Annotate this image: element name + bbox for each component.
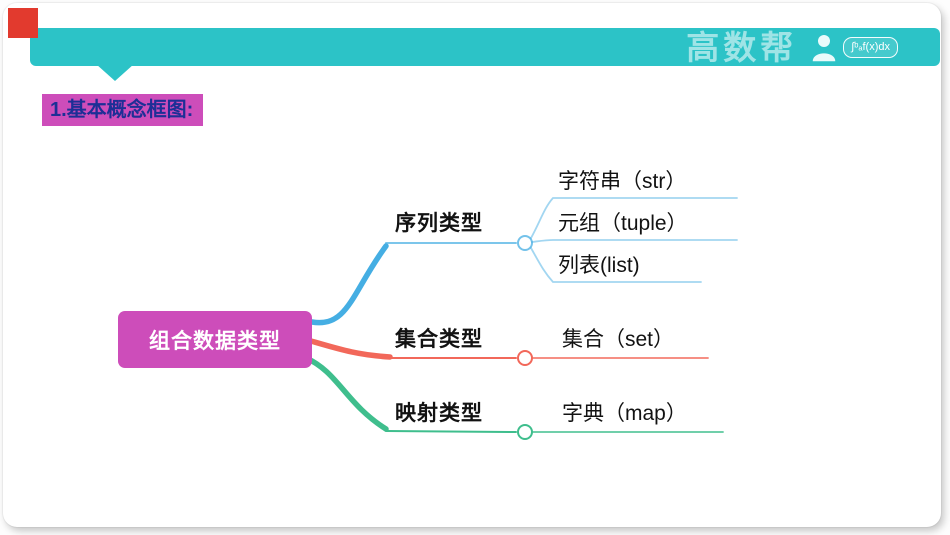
junction-circle-set bbox=[517, 350, 533, 366]
branch-label-sequence: 序列类型 bbox=[395, 212, 483, 235]
brand-watermark: 高数帮 bbox=[686, 28, 798, 66]
junction-circle-sequence bbox=[517, 235, 533, 251]
leaf-line-list bbox=[530, 247, 702, 283]
branch-curve-sequence bbox=[309, 243, 389, 326]
leaf-label-string: 字符串（str） bbox=[558, 170, 687, 193]
brand-logo: ∫ᵇₐf(x)dx bbox=[809, 31, 898, 63]
formula-badge: ∫ᵇₐf(x)dx bbox=[843, 36, 898, 58]
mindmap-root-node: 组合数据类型 bbox=[118, 311, 312, 368]
leaf-label-tuple: 元组（tuple） bbox=[558, 212, 688, 235]
leaf-label-list: 列表(list) bbox=[558, 254, 640, 277]
leaf-label-set: 集合（set） bbox=[562, 328, 675, 351]
branch-label-map: 映射类型 bbox=[395, 402, 483, 425]
banner-notch bbox=[96, 64, 134, 81]
branch-curve-map bbox=[303, 355, 389, 432]
slide-card bbox=[3, 3, 941, 527]
leaf-line-str bbox=[530, 197, 738, 239]
header-banner: 高数帮 ∫ᵇₐf(x)dx bbox=[30, 28, 940, 66]
branch-underline-map bbox=[385, 430, 517, 433]
junction-circle-map bbox=[517, 424, 533, 440]
leaf-line-tuple bbox=[531, 239, 738, 243]
corner-accent-square bbox=[8, 8, 38, 38]
branch-curve-set bbox=[308, 338, 393, 360]
section-title-chip: 1.基本概念框图: bbox=[42, 94, 204, 126]
person-icon bbox=[809, 31, 839, 63]
leaf-label-map: 字典（map） bbox=[562, 402, 687, 425]
branch-label-set: 集合类型 bbox=[395, 328, 483, 351]
